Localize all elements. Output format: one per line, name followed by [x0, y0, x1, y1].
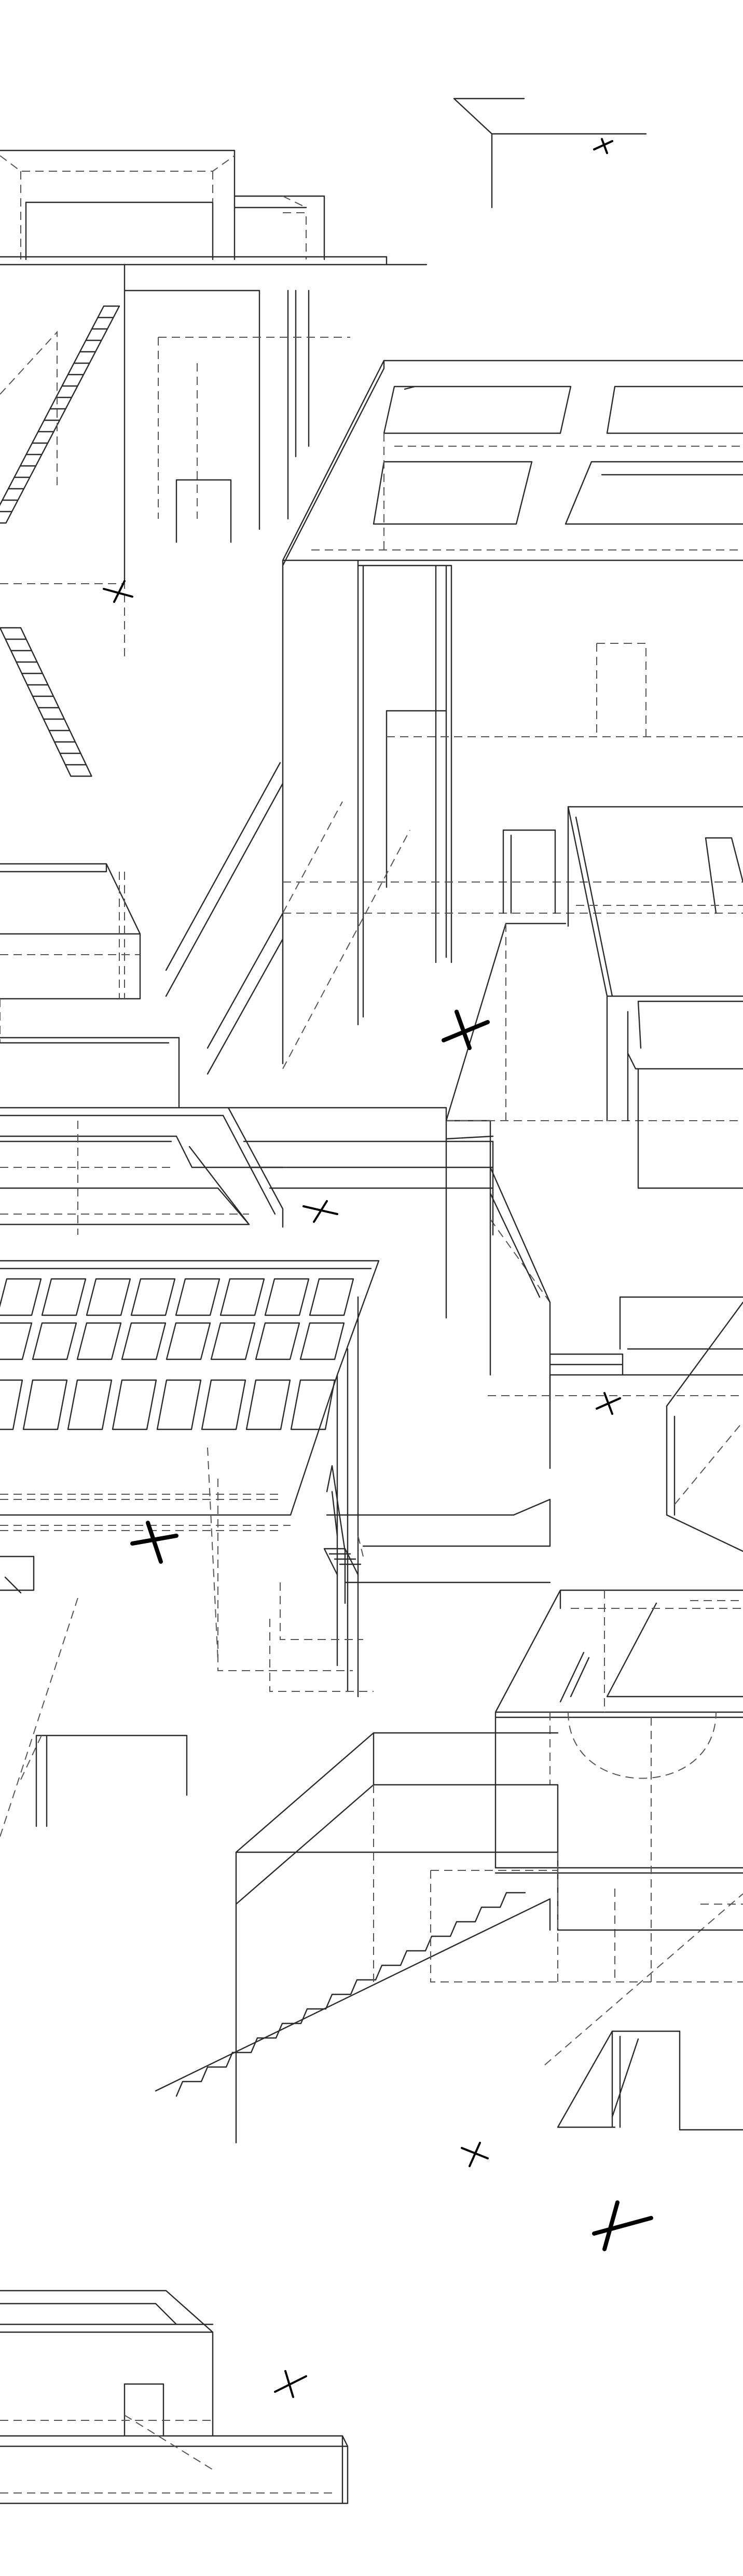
- cross-marker: [103, 580, 133, 603]
- courtyard-building: [282, 360, 743, 1065]
- cross-marker: [592, 2200, 653, 2251]
- cross-marker: [442, 1010, 490, 1050]
- cross-marker: [461, 2142, 489, 2167]
- bottom-left-building: [0, 2290, 349, 2504]
- lower-right-plinth: [494, 1589, 743, 2065]
- right-platform: [488, 1296, 743, 1552]
- lower-middle-stair-block: [0, 1597, 743, 2144]
- cross-marker: [302, 1200, 338, 1223]
- skylight-hall: [0, 863, 380, 1698]
- lower-right-step-block: [557, 2030, 743, 2131]
- entrance-frame: [445, 829, 743, 1376]
- upper-walkway: [0, 264, 350, 662]
- top-left-pavilion: [0, 149, 428, 266]
- cross-markers: [103, 138, 653, 2398]
- middle-left-staircase: [0, 627, 92, 777]
- cross-marker: [274, 2370, 307, 2398]
- cross-marker: [593, 138, 613, 154]
- connecting-bridges: [227, 1107, 551, 1692]
- right-tower: [567, 806, 743, 1189]
- inclined-ramp: [165, 762, 410, 1075]
- upper-left-staircase: [0, 305, 120, 524]
- cross-marker: [130, 1521, 178, 1564]
- top-right-wall-fragment: [453, 98, 647, 209]
- cross-marker: [596, 1392, 621, 1415]
